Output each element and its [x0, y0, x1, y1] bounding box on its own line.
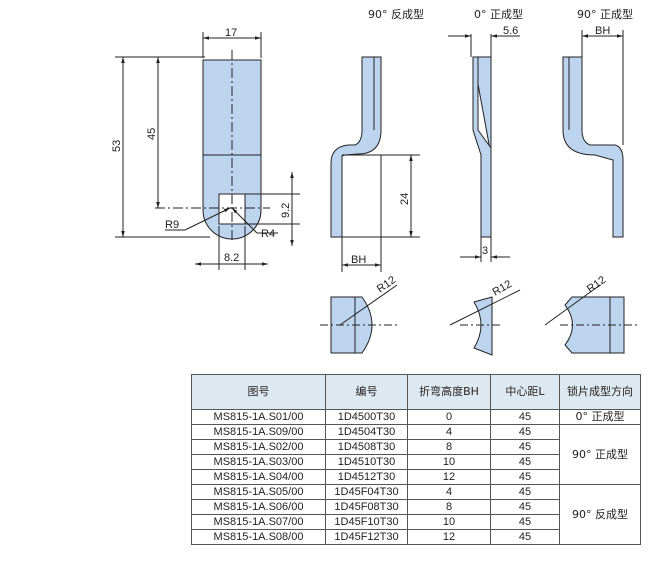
dim-slot-width: 8.2 [224, 252, 239, 264]
cell-l: 45 [490, 514, 560, 530]
cell-l: 45 [490, 424, 560, 440]
cell-bh: 8 [407, 499, 491, 515]
col-drawing-no: 图号 [191, 374, 326, 410]
cell-l: 45 [490, 499, 560, 515]
cell-code: 1D45F08T30 [325, 499, 408, 515]
cell-bh: 0 [407, 409, 491, 425]
cell-code: 1D4500T30 [325, 409, 408, 425]
cell-bh: 12 [407, 529, 491, 545]
dim-bend-height: 24 [399, 193, 411, 205]
technical-drawing: 17 53 45 9.2 8.2 R9 R4 90° 反成型 0° 正成型 90… [111, 7, 640, 356]
bottom-view-rev90 [320, 284, 400, 354]
view-title-pos0: 0° 正成型 [474, 7, 523, 21]
dim-thickness: 3 [482, 245, 488, 257]
view-title-pos90: 90° 正成型 [577, 7, 633, 21]
cell-drawing-no: MS815-1A.S07/00 [191, 514, 326, 530]
cell-l: 45 [490, 409, 560, 425]
view-title-rev90: 90° 反成型 [368, 7, 424, 21]
cell-drawing-no: MS815-1A.S04/00 [191, 469, 326, 485]
cell-l: 45 [490, 454, 560, 470]
cell-drawing-no: MS815-1A.S01/00 [191, 409, 326, 425]
dim-offset: 5.6 [503, 25, 518, 37]
cell-l: 45 [490, 469, 560, 485]
cell-bh: 4 [407, 484, 491, 500]
dim-r12-c: R12 [585, 274, 608, 295]
cell-drawing-no: MS815-1A.S06/00 [191, 499, 326, 515]
dim-center-distance: 45 [146, 128, 158, 140]
bottom-view-pos0 [449, 289, 521, 356]
dim-slot-height: 9.2 [280, 203, 292, 218]
cell-code: 1D4512T30 [325, 469, 408, 485]
dim-width: 17 [225, 27, 237, 39]
cell-code: 1D45F12T30 [325, 529, 408, 545]
col-code: 编号 [325, 374, 408, 410]
col-center-distance: 中心距L [490, 374, 560, 410]
cell-direction: 90° 反成型 [559, 484, 641, 545]
cell-l: 45 [490, 529, 560, 545]
cell-drawing-no: MS815-1A.S02/00 [191, 439, 326, 455]
cell-drawing-no: MS815-1A.S03/00 [191, 454, 326, 470]
dim-r4: R4 [261, 228, 275, 240]
cell-code: 1D45F04T30 [325, 484, 408, 500]
dim-total-length: 53 [111, 140, 123, 152]
cell-l: 45 [490, 484, 560, 500]
dim-r9: R9 [165, 219, 179, 231]
cell-bh: 8 [407, 439, 491, 455]
spec-table: 图号 编号 折弯高度BH 中心距L 锁片成型方向 MS815-1A.S01/00… [191, 374, 641, 545]
cell-code: 1D45F10T30 [325, 514, 408, 530]
side-view-rev90 [330, 56, 420, 272]
cell-bh: 10 [407, 454, 491, 470]
cell-bh: 4 [407, 424, 491, 440]
cell-code: 1D4508T30 [325, 439, 408, 455]
col-direction: 锁片成型方向 [559, 374, 641, 410]
col-bend-height: 折弯高度BH [407, 374, 491, 410]
cell-drawing-no: MS815-1A.S05/00 [191, 484, 326, 500]
dim-bh-rev: BH [351, 254, 366, 266]
cell-l: 45 [490, 439, 560, 455]
table-header-row: 图号 编号 折弯高度BH 中心距L 锁片成型方向 [191, 374, 641, 410]
cell-direction: 0° 正成型 [559, 409, 641, 425]
side-view-pos0 [448, 34, 520, 262]
cell-drawing-no: MS815-1A.S09/00 [191, 424, 326, 440]
cell-code: 1D4504T30 [325, 424, 408, 440]
dim-bh-pos: BH [595, 25, 610, 37]
cell-drawing-no: MS815-1A.S08/00 [191, 529, 326, 545]
bottom-view-pos90 [544, 284, 640, 354]
front-view [115, 32, 300, 270]
dim-r12-b: R12 [491, 278, 514, 298]
cell-bh: 10 [407, 514, 491, 530]
side-view-pos90 [562, 30, 624, 238]
cell-direction: 90° 正成型 [559, 424, 641, 485]
cell-code: 1D4510T30 [325, 454, 408, 470]
cell-bh: 12 [407, 469, 491, 485]
